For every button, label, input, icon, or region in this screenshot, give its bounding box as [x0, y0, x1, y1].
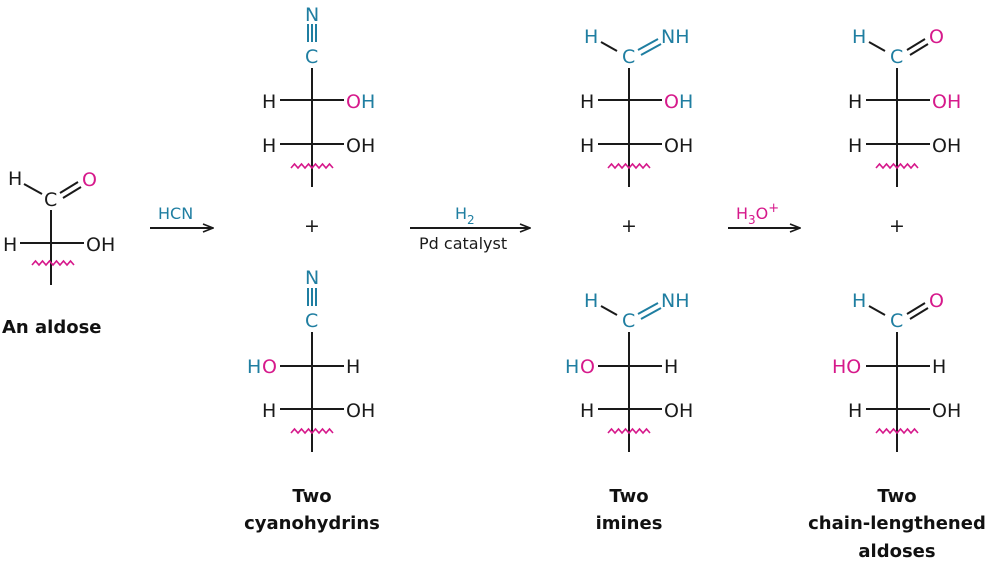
hydroxyl-group: HO [832, 356, 861, 378]
caption-aldose: An aldose [2, 317, 102, 338]
atom-h: H [584, 290, 598, 312]
caption-aldoses-line3: aldoses [858, 541, 935, 562]
atom-h: H [247, 356, 261, 378]
hydroxyl-group: OH [346, 135, 375, 157]
reaction-arrow-hydrolysis: H3O+ [728, 201, 800, 228]
plus-sign: + [304, 215, 320, 237]
reaction-arrow-hydrogenation: H2 Pd catalyst [410, 204, 530, 253]
caption-cyanohydrins-line1: Two [292, 486, 331, 507]
reagent-pd-catalyst: Pd catalyst [419, 234, 507, 253]
atom-h: H [361, 91, 375, 113]
double-bond [909, 307, 929, 320]
atom-h: H [932, 356, 946, 378]
atom-h: H [262, 91, 276, 113]
atom-c: C [890, 46, 903, 68]
double-bond [637, 302, 659, 315]
hydroxyl-group: OH [932, 91, 961, 113]
double-bond [640, 307, 662, 320]
double-bond [906, 38, 926, 51]
atom-h: H [565, 356, 579, 378]
atom-n: N [305, 267, 319, 289]
chain-lengthened-aldose-bottom: H C O HO H H OH [832, 290, 961, 452]
imine-nh: NH [661, 290, 690, 312]
starting-aldose: H C O H OH An aldose [2, 168, 115, 338]
atom-c: C [44, 189, 57, 211]
atom-c: C [305, 46, 318, 68]
atom-h: H [580, 91, 594, 113]
wavy-bond-icon [290, 427, 334, 435]
atom-o: O [664, 91, 679, 113]
atom-h: H [848, 91, 862, 113]
bond [600, 305, 618, 316]
chain-lengthened-aldose-top: H C O H OH H OH [848, 26, 961, 187]
bond [868, 305, 886, 316]
atom-c: C [305, 310, 318, 332]
double-bond [637, 38, 659, 51]
atom-n: N [305, 4, 319, 26]
atom-h: H [3, 234, 17, 256]
reagent-hcn: HCN [158, 204, 193, 223]
reaction-arrow-hcn: HCN [150, 204, 213, 228]
atom-h: H [8, 168, 22, 190]
plus-sign: + [889, 215, 905, 237]
double-bond [909, 43, 929, 56]
atom-o: O [82, 169, 97, 191]
hydroxyl-group: OH [346, 400, 375, 422]
atom-h: H [679, 91, 693, 113]
caption-imines-line1: Two [609, 486, 648, 507]
wavy-bond-icon [31, 259, 75, 267]
atom-o: O [929, 290, 944, 312]
atom-h: H [262, 135, 276, 157]
hydroxyl-group: OH [932, 400, 961, 422]
cyanohydrin-bottom: N C H O H H OH [247, 267, 375, 452]
atom-h: H [346, 356, 360, 378]
atom-o: O [346, 91, 361, 113]
double-bond [640, 43, 662, 56]
atom-c: C [622, 46, 635, 68]
atom-h: H [580, 135, 594, 157]
atom-o: O [262, 356, 277, 378]
bond [23, 183, 43, 195]
caption-cyanohydrins-line2: cyanohydrins [244, 513, 380, 534]
atom-h: H [852, 290, 866, 312]
atom-h: H [848, 400, 862, 422]
caption-imines-line2: imines [596, 513, 663, 534]
double-bond [62, 186, 82, 199]
wavy-bond-icon [607, 162, 651, 170]
hydroxyl-group: OH [932, 135, 961, 157]
hydroxyl-group: OH [86, 234, 115, 256]
cyanohydrin-top: N C H O H H OH [262, 4, 375, 187]
atom-h: H [584, 26, 598, 48]
atom-h: H [580, 400, 594, 422]
atom-c: C [622, 310, 635, 332]
bond [600, 41, 618, 52]
wavy-bond-icon [875, 162, 919, 170]
bond [868, 41, 886, 52]
wavy-bond-icon [875, 427, 919, 435]
atom-h: H [262, 400, 276, 422]
caption-aldoses-line2: chain-lengthened [808, 513, 986, 534]
atom-c: C [890, 310, 903, 332]
double-bond [906, 302, 926, 315]
atom-o: O [929, 26, 944, 48]
imine-top: H C NH H O H H OH [580, 26, 693, 187]
double-bond [59, 181, 79, 194]
atom-h: H [848, 135, 862, 157]
caption-aldoses-line1: Two [877, 486, 916, 507]
imine-nh: NH [661, 26, 690, 48]
wavy-bond-icon [290, 162, 334, 170]
plus-sign: + [621, 215, 637, 237]
atom-o: O [580, 356, 595, 378]
atom-h: H [664, 356, 678, 378]
imine-bottom: H C NH H O H H OH [565, 290, 693, 452]
hydroxyl-group: OH [664, 135, 693, 157]
wavy-bond-icon [607, 427, 651, 435]
reagent-h3o-plus: H3O+ [736, 201, 779, 227]
reagent-h2: H2 [455, 204, 475, 227]
hydroxyl-group: OH [664, 400, 693, 422]
atom-h: H [852, 26, 866, 48]
